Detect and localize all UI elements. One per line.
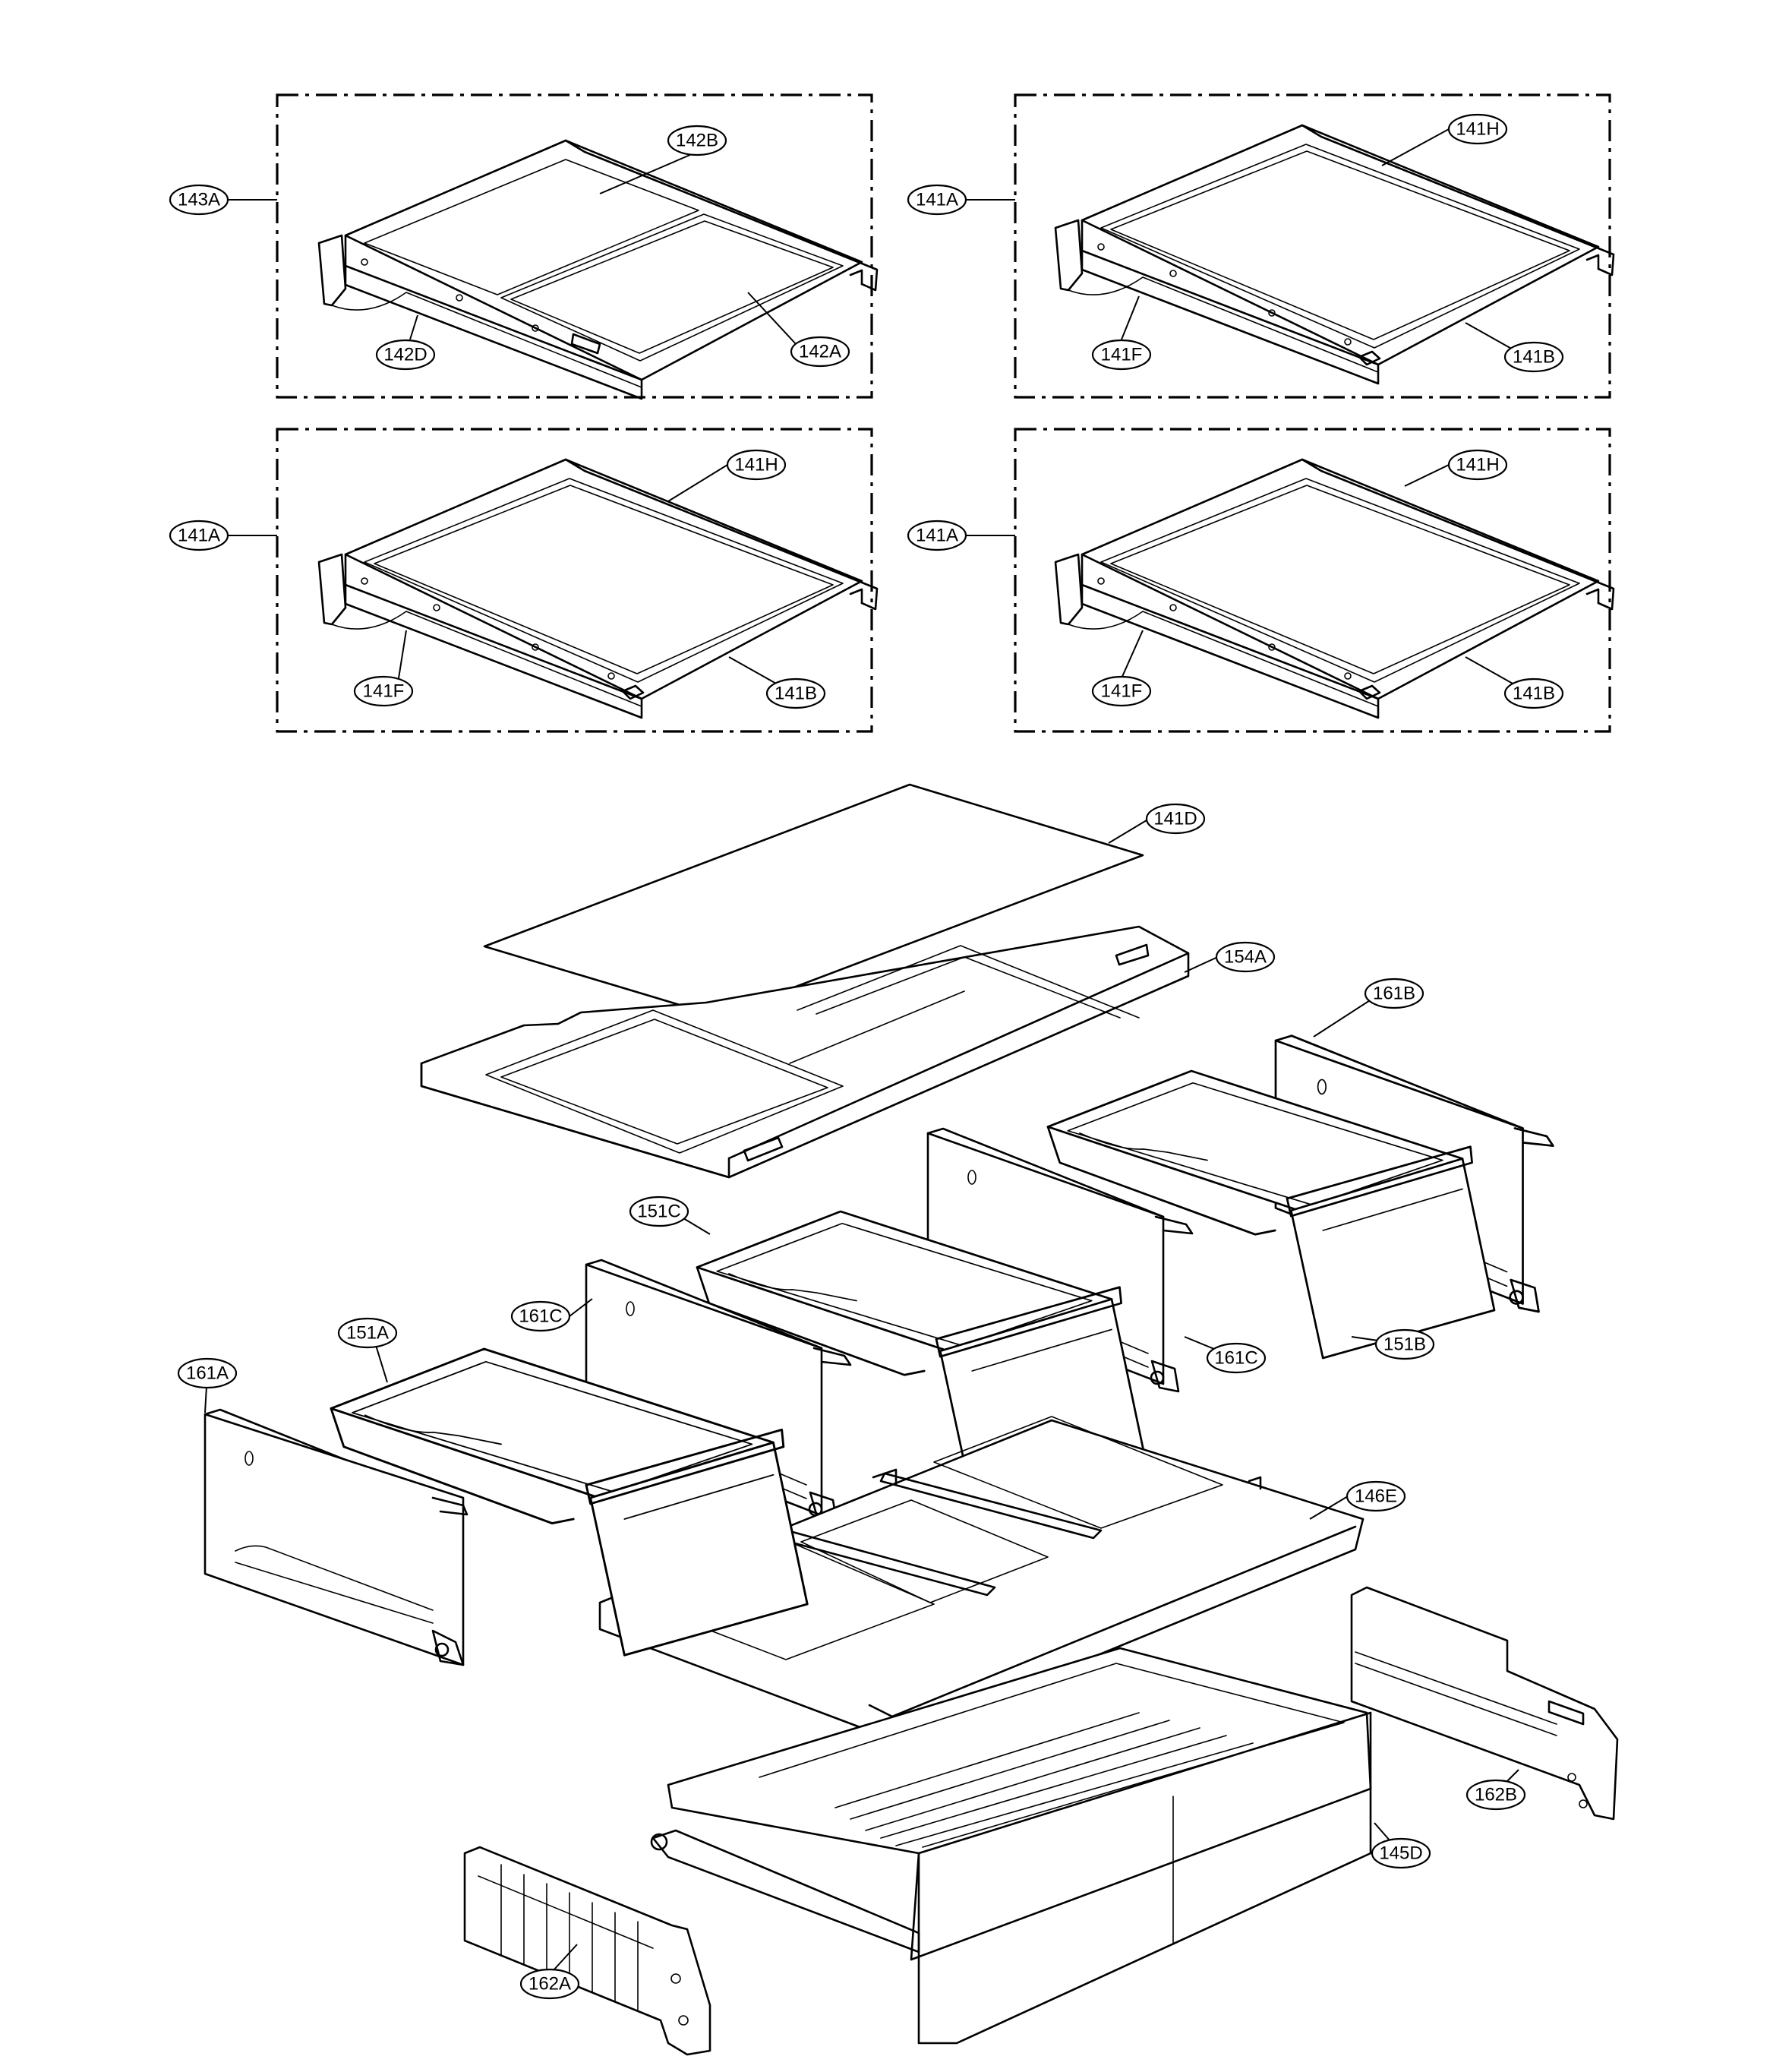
callout-141f-2: 141F (353, 675, 414, 707)
rail-162a (463, 1846, 711, 2056)
callout-141b-1: 141B (1503, 341, 1564, 373)
callout-141h-1: 141H (1447, 113, 1508, 145)
svg-text:161A: 161A (186, 1363, 229, 1384)
svg-text:141A: 141A (916, 526, 958, 546)
callout-161c-1: 161C (510, 1300, 571, 1332)
svg-text:141H: 141H (1456, 455, 1499, 475)
group-box-143a (276, 93, 873, 399)
svg-text:161C: 161C (1214, 1348, 1257, 1369)
svg-text:141A: 141A (178, 526, 220, 546)
shelf-143a (317, 139, 879, 400)
svg-text:151B: 151B (1383, 1334, 1426, 1355)
svg-text:141A: 141A (916, 190, 958, 210)
svg-text:154A: 154A (1224, 947, 1267, 968)
svg-text:142B: 142B (676, 131, 718, 151)
group-box-141a-mid-right (1014, 428, 1611, 733)
callout-161b: 161B (1364, 978, 1424, 1009)
divider-161a (203, 1408, 469, 1666)
callout-142b: 142B (667, 125, 727, 156)
callout-145d: 145D (1371, 1837, 1431, 1869)
callout-151c: 151C (629, 1196, 689, 1227)
callout-142a: 142A (790, 336, 850, 368)
glass-sheet-141d (483, 783, 1144, 1018)
callout-161a: 161A (177, 1357, 238, 1389)
svg-text:141D: 141D (1153, 809, 1197, 829)
svg-text:142A: 142A (799, 342, 841, 362)
callout-141b-3: 141B (1503, 678, 1564, 709)
rail-162b (1350, 1586, 1619, 1821)
group-box-141a-top-right (1014, 93, 1611, 399)
group-box-141a-mid-left (276, 428, 873, 733)
svg-text:161C: 161C (519, 1306, 562, 1327)
callout-141a-2: 141A (169, 520, 229, 551)
callout-141f-3: 141F (1091, 675, 1152, 707)
svg-text:141H: 141H (1456, 119, 1499, 140)
callout-151a: 151A (337, 1317, 398, 1349)
leader-lines (204, 128, 1527, 1972)
svg-text:141F: 141F (1101, 681, 1143, 702)
callout-141d: 141D (1145, 803, 1206, 835)
svg-text:151A: 151A (346, 1323, 389, 1344)
svg-text:151C: 151C (637, 1202, 680, 1222)
callout-154a: 154A (1215, 941, 1276, 973)
callout-141a-3: 141A (907, 520, 967, 551)
callout-141b-2: 141B (765, 678, 826, 709)
svg-text:161B: 161B (1373, 984, 1415, 1004)
callout-141h-3: 141H (1447, 449, 1508, 481)
svg-text:141F: 141F (1101, 345, 1143, 365)
svg-text:162B: 162B (1475, 1785, 1517, 1805)
svg-text:142D: 142D (383, 345, 427, 365)
svg-text:162A: 162A (528, 1974, 571, 1995)
svg-text:141B: 141B (1513, 347, 1555, 368)
callout-141f-1: 141F (1091, 339, 1152, 371)
svg-text:145D: 145D (1379, 1843, 1422, 1864)
svg-text:141B: 141B (1513, 684, 1555, 704)
callout-161c-2: 161C (1206, 1342, 1267, 1374)
cover-frame-154a (420, 925, 1190, 1179)
pantry-drawer-145d (650, 1647, 1372, 2045)
callout-142d: 142D (375, 339, 436, 371)
svg-text:141F: 141F (363, 681, 405, 702)
callout-141a-1: 141A (907, 184, 967, 216)
svg-text:146E: 146E (1355, 1486, 1397, 1507)
callout-146e: 146E (1346, 1480, 1406, 1512)
svg-text:141H: 141H (734, 455, 778, 475)
svg-text:141B: 141B (775, 684, 817, 704)
callout-162a: 162A (519, 1968, 580, 2000)
callout-162b: 162B (1465, 1779, 1526, 1811)
callout-141h-2: 141H (726, 449, 787, 481)
svg-text:143A: 143A (178, 190, 220, 210)
callout-143a: 143A (169, 184, 229, 216)
callout-151b: 151B (1374, 1328, 1435, 1360)
